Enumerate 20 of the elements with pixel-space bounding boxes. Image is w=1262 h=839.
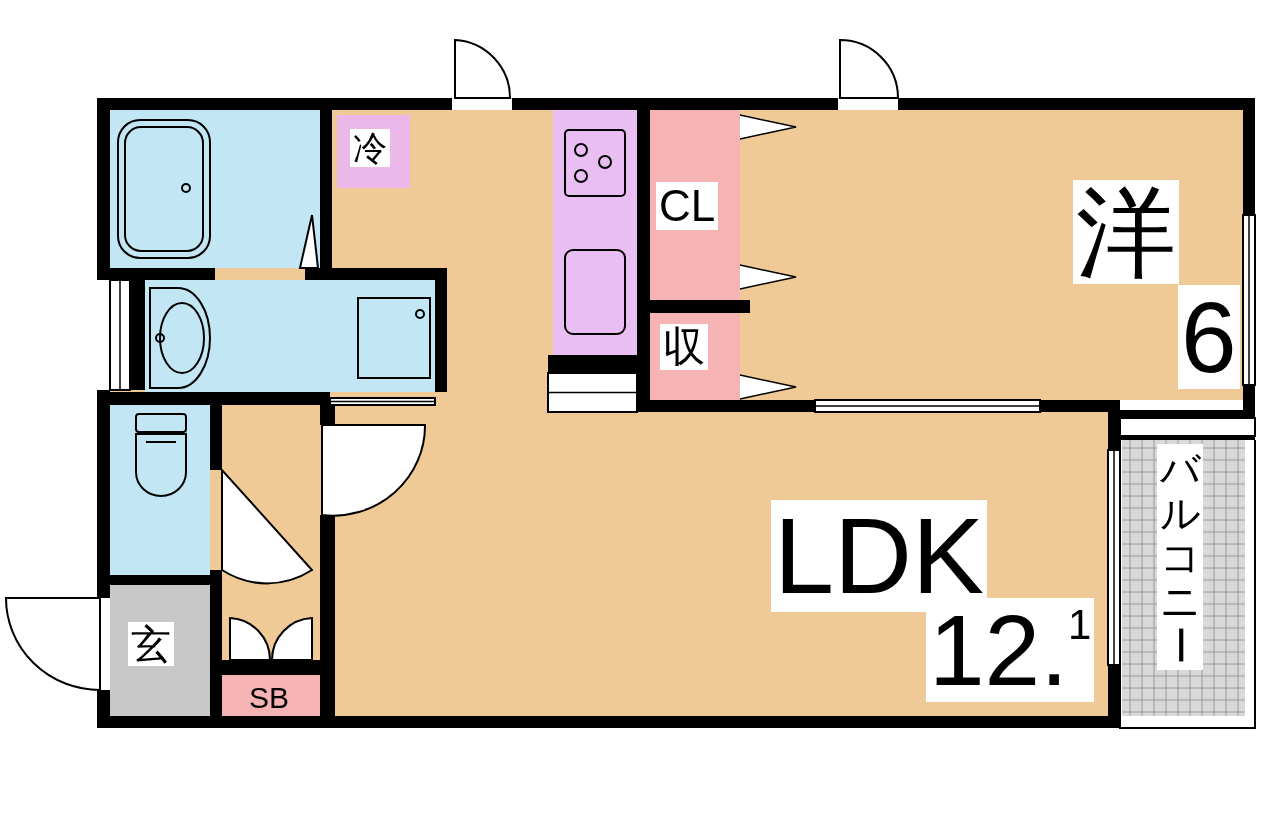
room-label: SB xyxy=(248,681,291,715)
room-label: 6 xyxy=(1178,285,1240,389)
fridge-space xyxy=(337,115,410,188)
storage xyxy=(650,313,740,400)
room-label: バルコニー xyxy=(1157,444,1203,670)
washroom xyxy=(145,280,435,392)
room-label: 収 xyxy=(660,324,708,370)
toilet-room xyxy=(110,405,210,575)
closet xyxy=(650,110,740,300)
balcony xyxy=(1122,440,1245,716)
shoe-cabinet xyxy=(222,675,320,716)
room-label: 洋 xyxy=(1073,180,1179,284)
kitchen-counter xyxy=(553,110,637,355)
room-label: LDK xyxy=(771,500,988,612)
room-label: 玄 xyxy=(128,622,174,666)
room-label: 冷 xyxy=(350,129,390,167)
room-label: CL xyxy=(656,182,719,230)
bathroom xyxy=(110,110,320,268)
room-label: 12.$^{1}$ xyxy=(926,598,1095,702)
entrance xyxy=(110,585,210,716)
